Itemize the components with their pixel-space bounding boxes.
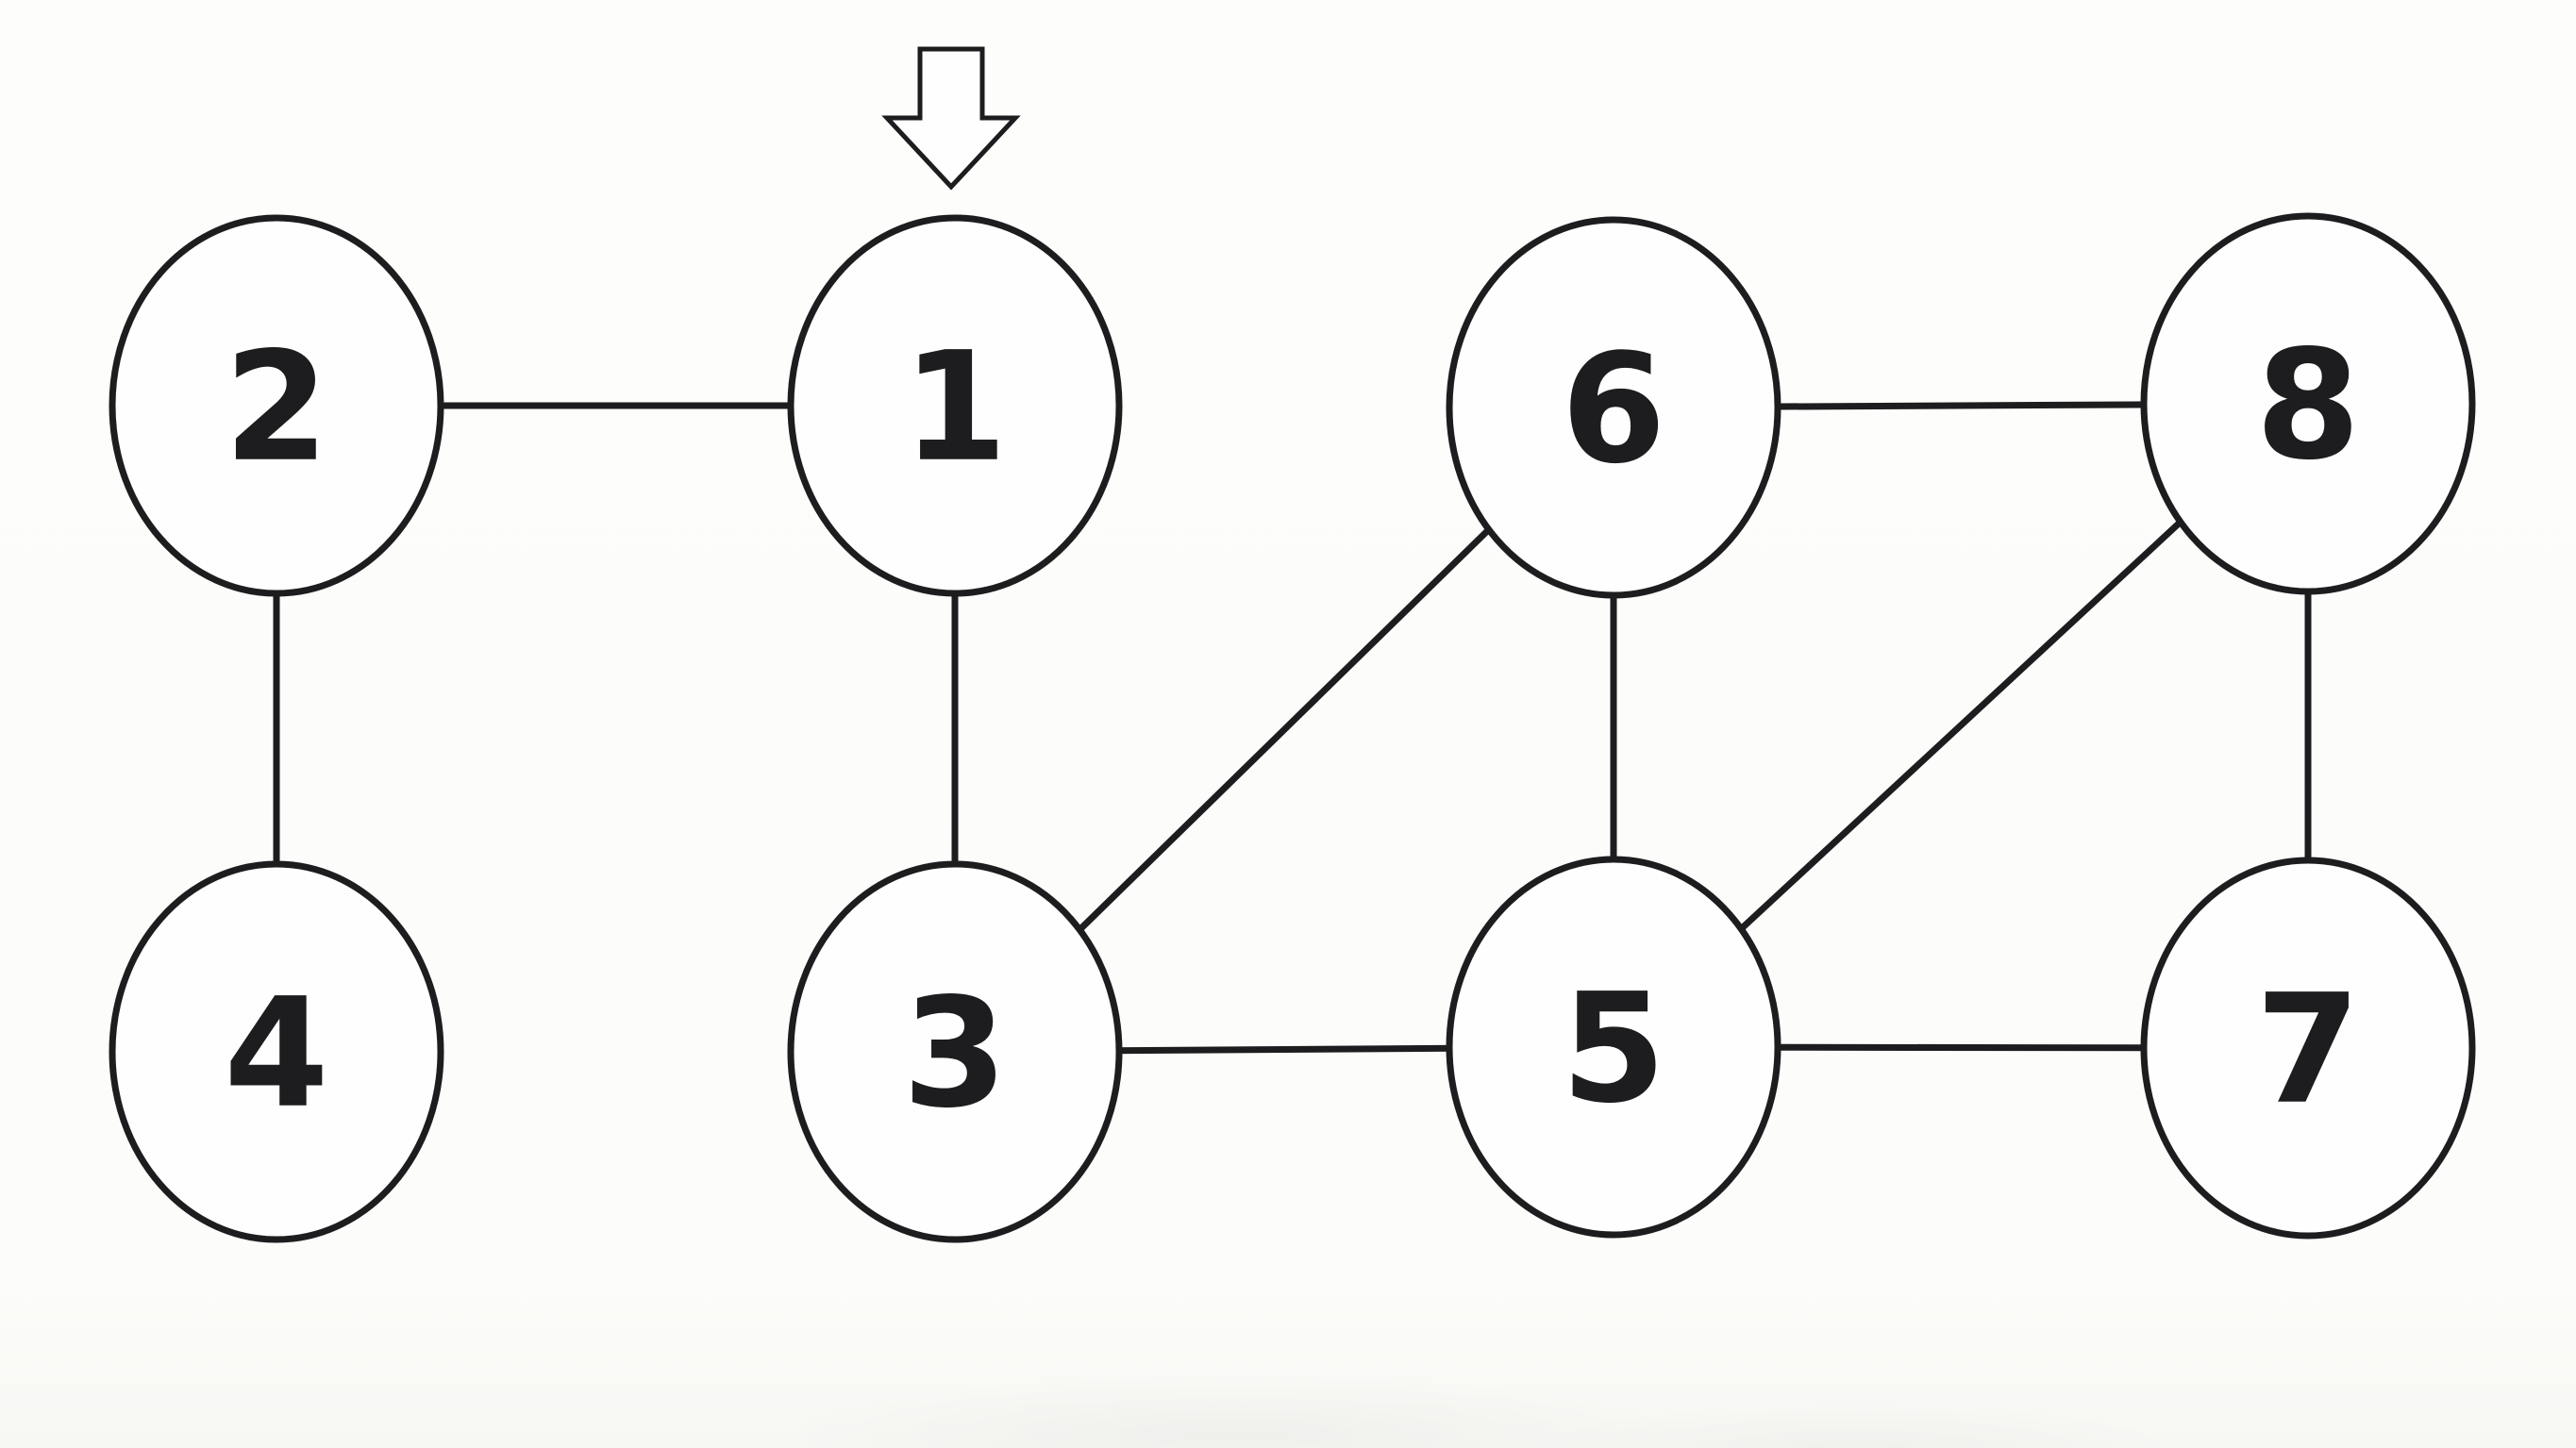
node-label-5: 5 xyxy=(1561,960,1665,1137)
graph-node-5: 5 xyxy=(1446,856,1781,1239)
graph-node-8: 8 xyxy=(2140,212,2476,595)
node-circle-1 xyxy=(787,214,1123,597)
node-label-1: 1 xyxy=(902,319,1007,495)
node-label-6: 6 xyxy=(1561,321,1665,497)
down-arrow-icon xyxy=(881,46,1021,191)
node-label-2: 2 xyxy=(224,319,328,495)
node-label-3: 3 xyxy=(902,965,1007,1141)
graph-node-1: 1 xyxy=(787,214,1123,597)
node-circle-3 xyxy=(787,860,1123,1243)
node-label-4: 4 xyxy=(224,965,328,1141)
node-circle-6 xyxy=(1446,216,1781,599)
node-label-8: 8 xyxy=(2255,317,2360,493)
graph-node-2: 2 xyxy=(109,214,444,597)
node-circle-8 xyxy=(2140,212,2476,595)
node-circle-5 xyxy=(1446,856,1781,1239)
node-label-7: 7 xyxy=(2255,961,2360,1138)
node-circle-2 xyxy=(109,214,444,597)
node-circle-7 xyxy=(2140,857,2476,1240)
graph-node-7: 7 xyxy=(2140,857,2476,1240)
node-circle-4 xyxy=(109,860,444,1243)
graph-node-4: 4 xyxy=(109,860,444,1243)
graph-node-6: 6 xyxy=(1446,216,1781,599)
graph-node-3: 3 xyxy=(787,860,1123,1243)
